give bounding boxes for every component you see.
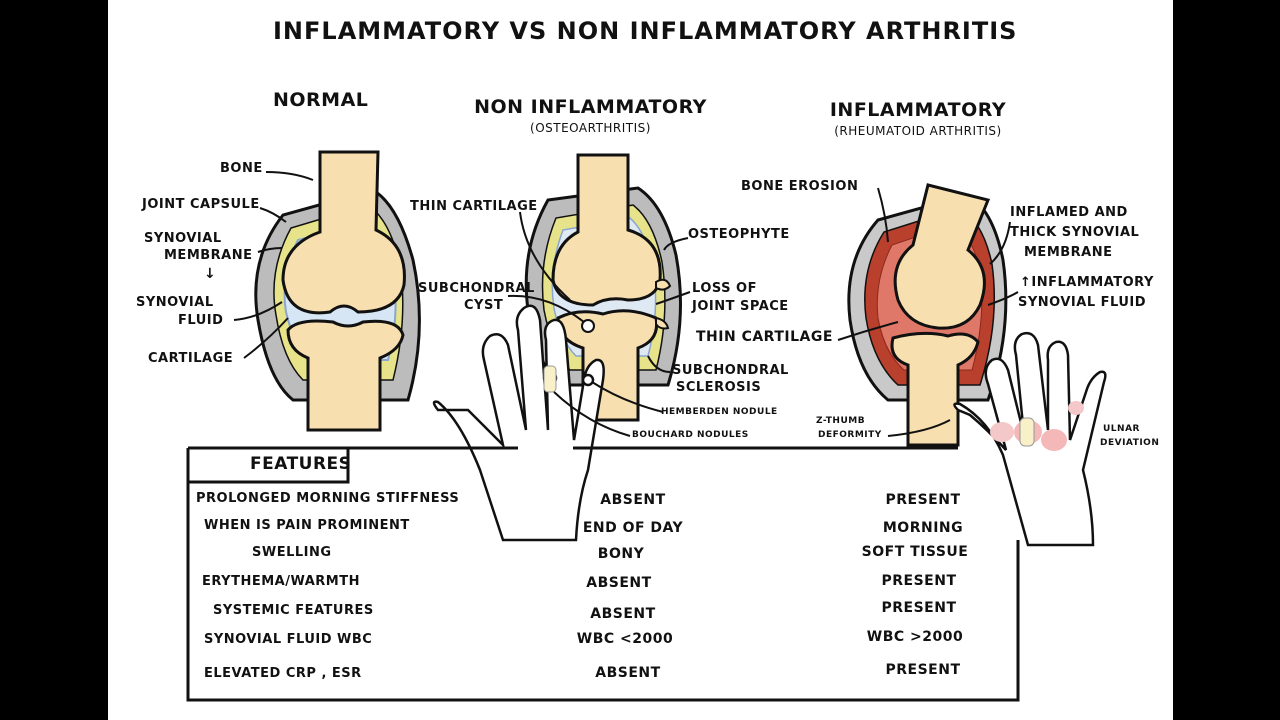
- non-inflammatory-cell: END OF DAY: [582, 520, 684, 536]
- label-synovial-fluid-line2: FLUID: [178, 313, 224, 328]
- label-synovial-membrane-line2: MEMBRANE: [164, 248, 253, 263]
- label-oa-thin-cartilage: THIN CARTILAGE: [410, 199, 538, 214]
- oa-joint: [524, 153, 682, 422]
- inflammatory-cell: SOFT TISSUE: [861, 544, 969, 560]
- heading-non-inflammatory: NON INFLAMMATORY: [474, 96, 707, 118]
- label-ulnar-line1: ULNAR: [1103, 424, 1140, 434]
- label-subchondral-cyst-line1: SUBCHONDRAL: [418, 281, 535, 296]
- heberden-nodule: [581, 373, 595, 387]
- non-inflammatory-cell: ABSENT: [590, 606, 656, 622]
- label-synovial-fluid-line1: SYNOVIAL: [136, 295, 214, 310]
- feature-cell: SYNOVIAL FLUID WBC: [204, 632, 373, 647]
- feature-cell: ELEVATED CRP , ESR: [204, 666, 362, 681]
- feature-cell: SYSTEMIC FEATURES: [213, 603, 374, 618]
- non-inflammatory-cell: ABSENT: [586, 575, 652, 591]
- oa-subchondral-cyst: [581, 319, 595, 333]
- inflammatory-cell: PRESENT: [885, 492, 961, 508]
- label-z-thumb-line2: DEFORMITY: [818, 430, 882, 440]
- feature-cell: ERYTHEMA/WARMTH: [202, 574, 360, 589]
- label-ra-thin-cartilage: THIN CARTILAGE: [696, 329, 833, 345]
- label-subchondral-sclerosis-line1: SUBCHONDRAL: [672, 363, 789, 378]
- page-title: INFLAMMATORY VS NON INFLAMMATORY ARTHRIT…: [273, 17, 1018, 45]
- inflammatory-cell: MORNING: [882, 520, 964, 536]
- subheading-inflammatory: (RHEUMATOID ARTHRITIS): [834, 124, 1002, 138]
- heading-normal: NORMAL: [273, 89, 369, 111]
- label-inflamed-membrane-line3: MEMBRANE: [1024, 245, 1113, 260]
- label-inflammatory-fluid-line1: ↑INFLAMMATORY: [1020, 275, 1154, 290]
- label-bone-erosion: BONE EROSION: [741, 179, 859, 194]
- subheading-non-inflammatory: (OSTEOARTHRITIS): [530, 121, 651, 135]
- heading-inflammatory: INFLAMMATORY: [829, 99, 1007, 121]
- label-loss-joint-space-line2: JOINT SPACE: [692, 299, 789, 314]
- normal-lower-bone: [286, 319, 405, 432]
- diagram-illustration: [186, 150, 1107, 702]
- inflammatory-cell: WBC >2000: [866, 629, 964, 645]
- feature-cell: SWELLING: [252, 545, 332, 560]
- label-subchondral-cyst-line2: CYST: [464, 298, 504, 313]
- non-inflammatory-cell: WBC <2000: [576, 631, 674, 647]
- label-bouchard-nodules: BOUCHARD NODULES: [632, 430, 749, 440]
- features-table-header: FEATURES: [250, 454, 352, 474]
- label-bone: BONE: [220, 161, 263, 176]
- leader-lines: [233, 171, 1019, 437]
- label-inflamed-membrane-line2: THICK SYNOVIAL: [1010, 225, 1140, 240]
- label-heberden-nodule: HEMBERDEN NODULE: [661, 407, 778, 417]
- non-inflammatory-cell: BONY: [597, 546, 645, 562]
- normal-upper-bone: [281, 150, 406, 315]
- inflammatory-cell: PRESENT: [881, 600, 957, 616]
- feature-cell: PROLONGED MORNING STIFFNESS: [196, 491, 460, 506]
- non-inflammatory-cell: ABSENT: [595, 665, 661, 681]
- label-ulnar-line2: DEVIATION: [1100, 438, 1160, 448]
- ra-lower-bone: [890, 331, 980, 447]
- inflammatory-cell: PRESENT: [885, 662, 961, 678]
- label-subchondral-sclerosis-line2: SCLEROSIS: [676, 380, 762, 395]
- label-joint-capsule: JOINT CAPSULE: [142, 197, 260, 212]
- arrow-down-icon: ↓: [204, 266, 217, 282]
- oa-osteophyte: [655, 278, 672, 330]
- ra-upper-bone: [893, 183, 991, 330]
- label-inflammatory-fluid-line2: SYNOVIAL FLUID: [1018, 295, 1147, 310]
- diagram-canvas: INFLAMMATORY VS NON INFLAMMATORY ARTHRIT…: [108, 0, 1173, 720]
- feature-cell: WHEN IS PAIN PROMINENT: [204, 518, 410, 533]
- ra-hand: [953, 331, 1107, 547]
- oa-upper-bone: [551, 153, 662, 307]
- oa-hand: [432, 304, 605, 542]
- label-loss-joint-space-line1: LOSS OF: [692, 281, 757, 296]
- label-z-thumb-line1: Z-THUMB: [816, 416, 866, 426]
- label-osteophyte: OSTEOPHYTE: [688, 227, 790, 242]
- label-inflamed-membrane-line1: INFLAMED AND: [1010, 205, 1128, 220]
- normal-joint: [254, 150, 421, 432]
- inflammatory-cell: PRESENT: [881, 573, 957, 589]
- label-synovial-membrane-line1: SYNOVIAL: [144, 231, 222, 246]
- non-inflammatory-cell: ABSENT: [600, 492, 666, 508]
- label-cartilage: CARTILAGE: [148, 351, 234, 366]
- ra-joint: [847, 183, 1008, 447]
- features-table-frame: [186, 446, 1020, 702]
